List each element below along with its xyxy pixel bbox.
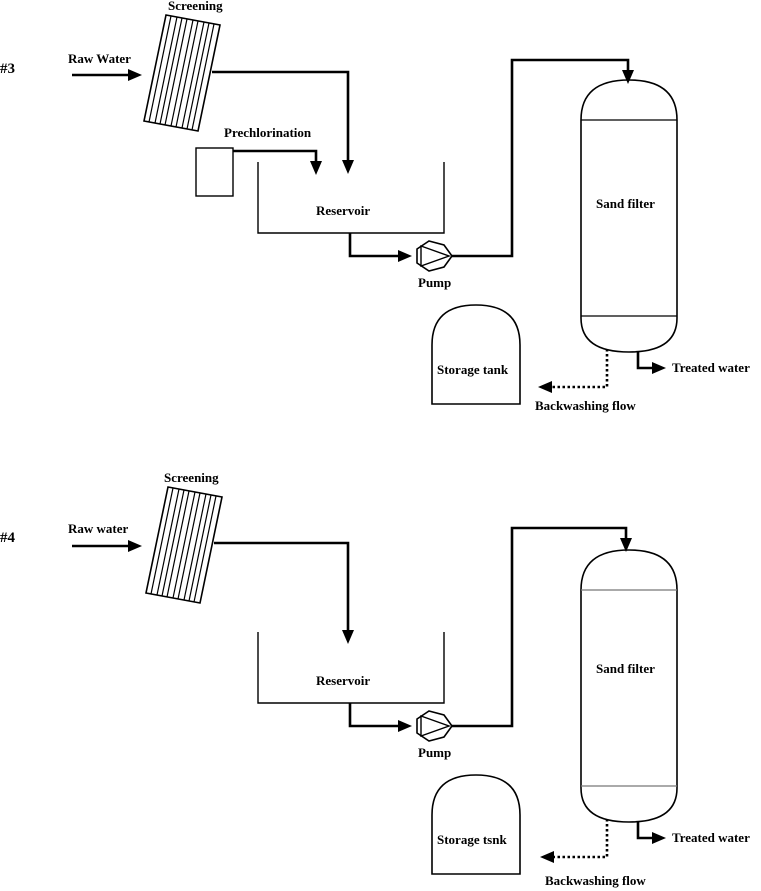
pump-symbol — [416, 240, 453, 272]
pump-symbol — [416, 710, 453, 742]
prechlorination-label: Prechlorination — [224, 125, 312, 140]
screening-label: Screening — [168, 0, 223, 13]
pump-label: Pump — [418, 745, 451, 760]
storage-tank — [431, 304, 521, 405]
sand-filter-vessel — [580, 549, 678, 823]
reservoir-label: Reservoir — [316, 673, 370, 688]
storage-tank-label: Storage tank — [437, 362, 509, 377]
pump-label: Pump — [418, 275, 451, 290]
prechlorination-tank — [195, 147, 234, 197]
diagram-id-label: #3 — [0, 61, 15, 77]
raw-water-arrow — [72, 540, 142, 552]
backwashing-flow-label: Backwashing flow — [545, 873, 646, 888]
backwashing-flow-arrow — [540, 819, 609, 863]
pump-to-filter-pipe — [452, 526, 632, 728]
treated-water-arrow — [636, 352, 666, 374]
reservoir-to-pump-pipe — [348, 233, 412, 262]
prechlorination-pipe — [233, 149, 322, 175]
screening-to-reservoir-pipe — [212, 70, 354, 174]
screening-to-reservoir-pipe — [214, 541, 354, 644]
screening-grid — [143, 14, 221, 132]
reservoir-label: Reservoir — [316, 203, 370, 218]
sand-filter-label: Sand filter — [596, 196, 655, 211]
raw-water-label: Raw water — [68, 521, 129, 536]
diagram-id-label: #4 — [0, 530, 16, 546]
sand-filter-vessel — [580, 79, 678, 353]
raw-water-label: Raw Water — [68, 51, 131, 66]
storage-tank — [431, 774, 521, 875]
reservoir-to-pump-pipe — [348, 703, 412, 732]
reservoir-basin — [257, 162, 445, 234]
raw-water-arrow — [72, 69, 142, 81]
sand-filter-label: Sand filter — [596, 661, 655, 676]
treated-water-arrow — [636, 822, 666, 844]
diagram-4: #4 Raw water Screening Reservoi — [0, 470, 750, 888]
diagram-3: #3 Raw Water Screening Prechlorinati — [0, 0, 750, 413]
screening-grid — [145, 486, 223, 604]
storage-tank-label: Storage tsnk — [437, 832, 507, 847]
reservoir-basin — [257, 632, 445, 704]
screening-label: Screening — [164, 470, 219, 485]
backwashing-flow-arrow — [538, 349, 609, 393]
pump-to-filter-pipe — [452, 58, 634, 258]
backwashing-flow-label: Backwashing flow — [535, 398, 636, 413]
treated-water-label: Treated water — [672, 830, 750, 845]
treated-water-label: Treated water — [672, 360, 750, 375]
